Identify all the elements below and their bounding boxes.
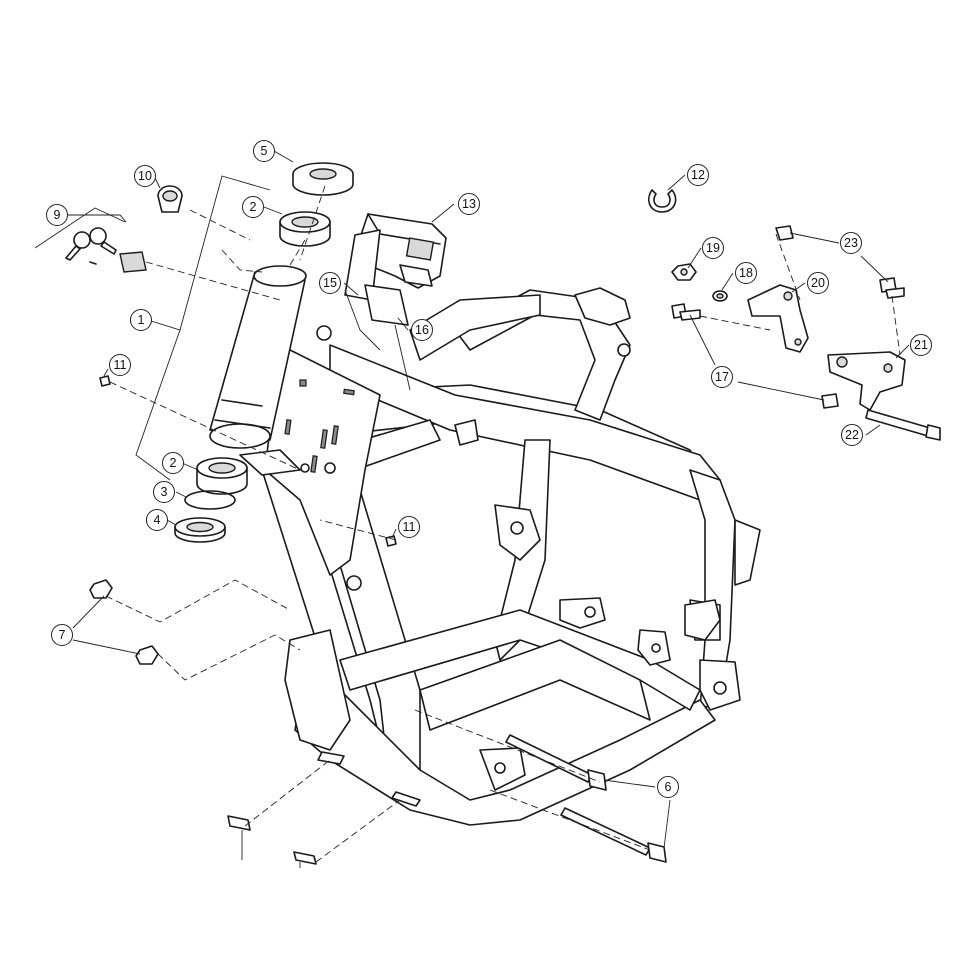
callout-21: 21 [910, 334, 932, 356]
part-small-bolts-11 [99, 375, 397, 547]
part-nut-19 [671, 263, 697, 281]
svg-text:12: 12 [691, 168, 705, 182]
svg-text:6: 6 [665, 780, 672, 794]
svg-text:9: 9 [54, 208, 61, 222]
callout-17: 17 [711, 366, 733, 388]
svg-text:13: 13 [462, 197, 476, 211]
svg-text:5: 5 [261, 144, 268, 158]
part-bracket-20 [747, 284, 809, 353]
svg-text:11: 11 [114, 358, 127, 372]
callout-11-right: 11 [398, 516, 420, 538]
callout-2-upper: 2 [242, 196, 264, 218]
part-bolts-17 [671, 303, 839, 409]
callout-5: 5 [253, 140, 275, 162]
svg-text:15: 15 [323, 276, 337, 290]
svg-text:20: 20 [811, 276, 825, 290]
svg-text:18: 18 [739, 266, 753, 280]
callout-19: 19 [702, 237, 724, 259]
part-bracket-plate [344, 229, 409, 326]
svg-text:10: 10 [138, 169, 152, 183]
part-bearing-upper [279, 211, 331, 247]
svg-text:4: 4 [154, 513, 161, 527]
motorcycle-frame [209, 265, 761, 826]
svg-text:2: 2 [170, 456, 177, 470]
svg-text:1: 1 [138, 313, 145, 327]
callout-20: 20 [807, 272, 829, 294]
svg-text:7: 7 [59, 628, 66, 642]
callout-10: 10 [134, 165, 156, 187]
part-cable-clip [648, 189, 677, 213]
part-bracket-21 [827, 351, 906, 411]
callout-3: 3 [153, 481, 175, 503]
svg-text:16: 16 [415, 323, 429, 337]
part-bolts-23 [775, 225, 905, 299]
svg-text:21: 21 [914, 338, 928, 352]
callout-13: 13 [458, 193, 480, 215]
svg-text:11: 11 [403, 520, 416, 534]
svg-text:19: 19 [706, 241, 720, 255]
callout-18: 18 [735, 262, 757, 284]
part-long-bolt-22 [865, 409, 941, 441]
callout-22: 22 [841, 424, 863, 446]
callout-2-lower: 2 [162, 452, 184, 474]
part-washer-18 [712, 290, 728, 302]
callout-12: 12 [687, 164, 709, 186]
callout-4: 4 [146, 509, 168, 531]
callout-7: 7 [51, 624, 73, 646]
svg-text:17: 17 [715, 370, 729, 384]
part-o-ring [184, 490, 236, 510]
callout-1: 1 [130, 309, 152, 331]
callout-15: 15 [319, 272, 341, 294]
part-clamp [157, 185, 183, 213]
callout-11-left: 11 [109, 354, 131, 376]
part-nuts-7 [89, 579, 159, 665]
part-dust-seal-lower [174, 517, 226, 543]
svg-text:3: 3 [161, 485, 168, 499]
callout-9: 9 [46, 204, 68, 226]
callout-23: 23 [840, 232, 862, 254]
part-pins-lower [227, 751, 421, 865]
part-keys-lock [65, 227, 147, 273]
svg-text:23: 23 [844, 236, 858, 250]
leader-lines [34, 150, 910, 868]
part-bearing-lower [196, 457, 248, 495]
svg-text:2: 2 [250, 200, 257, 214]
callout-16: 16 [411, 319, 433, 341]
callout-6: 6 [657, 776, 679, 798]
part-dust-seal-top [292, 162, 354, 196]
svg-text:22: 22 [845, 428, 859, 442]
